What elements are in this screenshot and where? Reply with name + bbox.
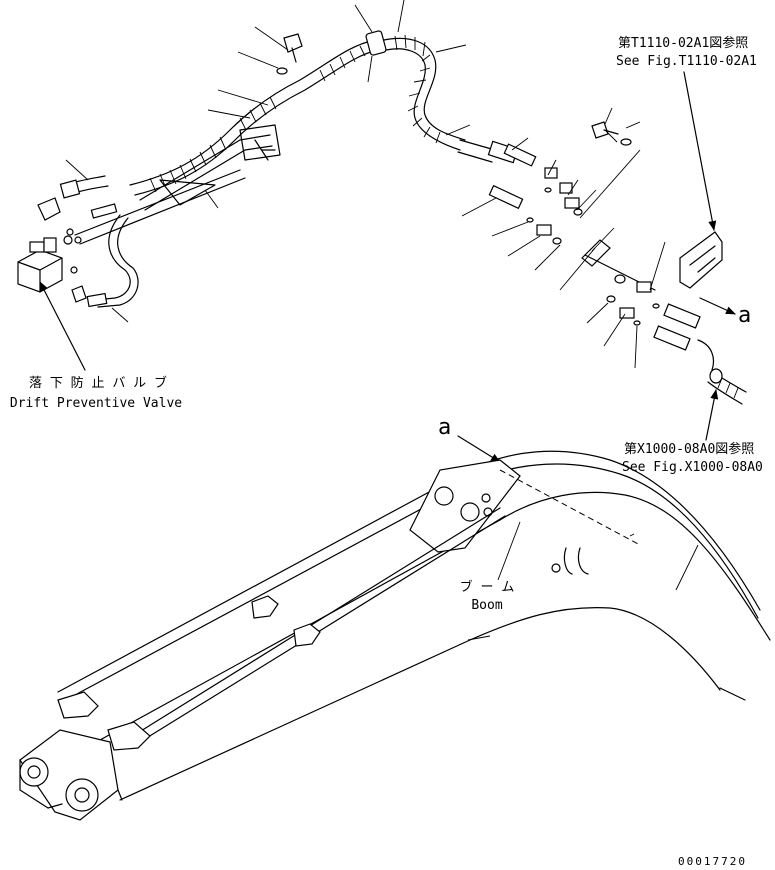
reference-label-mid-en: See Fig.X1000-08A0	[622, 460, 763, 475]
reference-label-top-en: See Fig.T1110-02A1	[616, 54, 757, 69]
callout-arrow	[39, 281, 86, 371]
boom-label-en: Boom	[471, 598, 503, 613]
reference-label-top-jp: 第T1110-02A1図参照	[618, 36, 749, 51]
marker-a-right: a	[738, 303, 752, 328]
hose-harness-assembly	[17, 30, 747, 405]
drawing-number: 00017720	[678, 855, 747, 868]
callout-arrow	[683, 71, 717, 231]
drift-valve-block	[17, 235, 78, 293]
drift-valve-label-jp: 落 下 防 止 バ ル ブ	[29, 376, 167, 391]
boom-drawing	[19, 450, 771, 821]
drift-valve-label-en: Drift Preventive Valve	[9, 396, 183, 411]
callout-arrow	[457, 435, 501, 463]
marker-a-left: a	[438, 415, 452, 440]
leader-lines	[65, 0, 666, 369]
reference-label-mid-jp: 第X1000-08A0図参照	[624, 442, 755, 457]
boom-label-jp: ブ ー ム	[459, 580, 515, 595]
callout-arrow	[705, 389, 719, 441]
